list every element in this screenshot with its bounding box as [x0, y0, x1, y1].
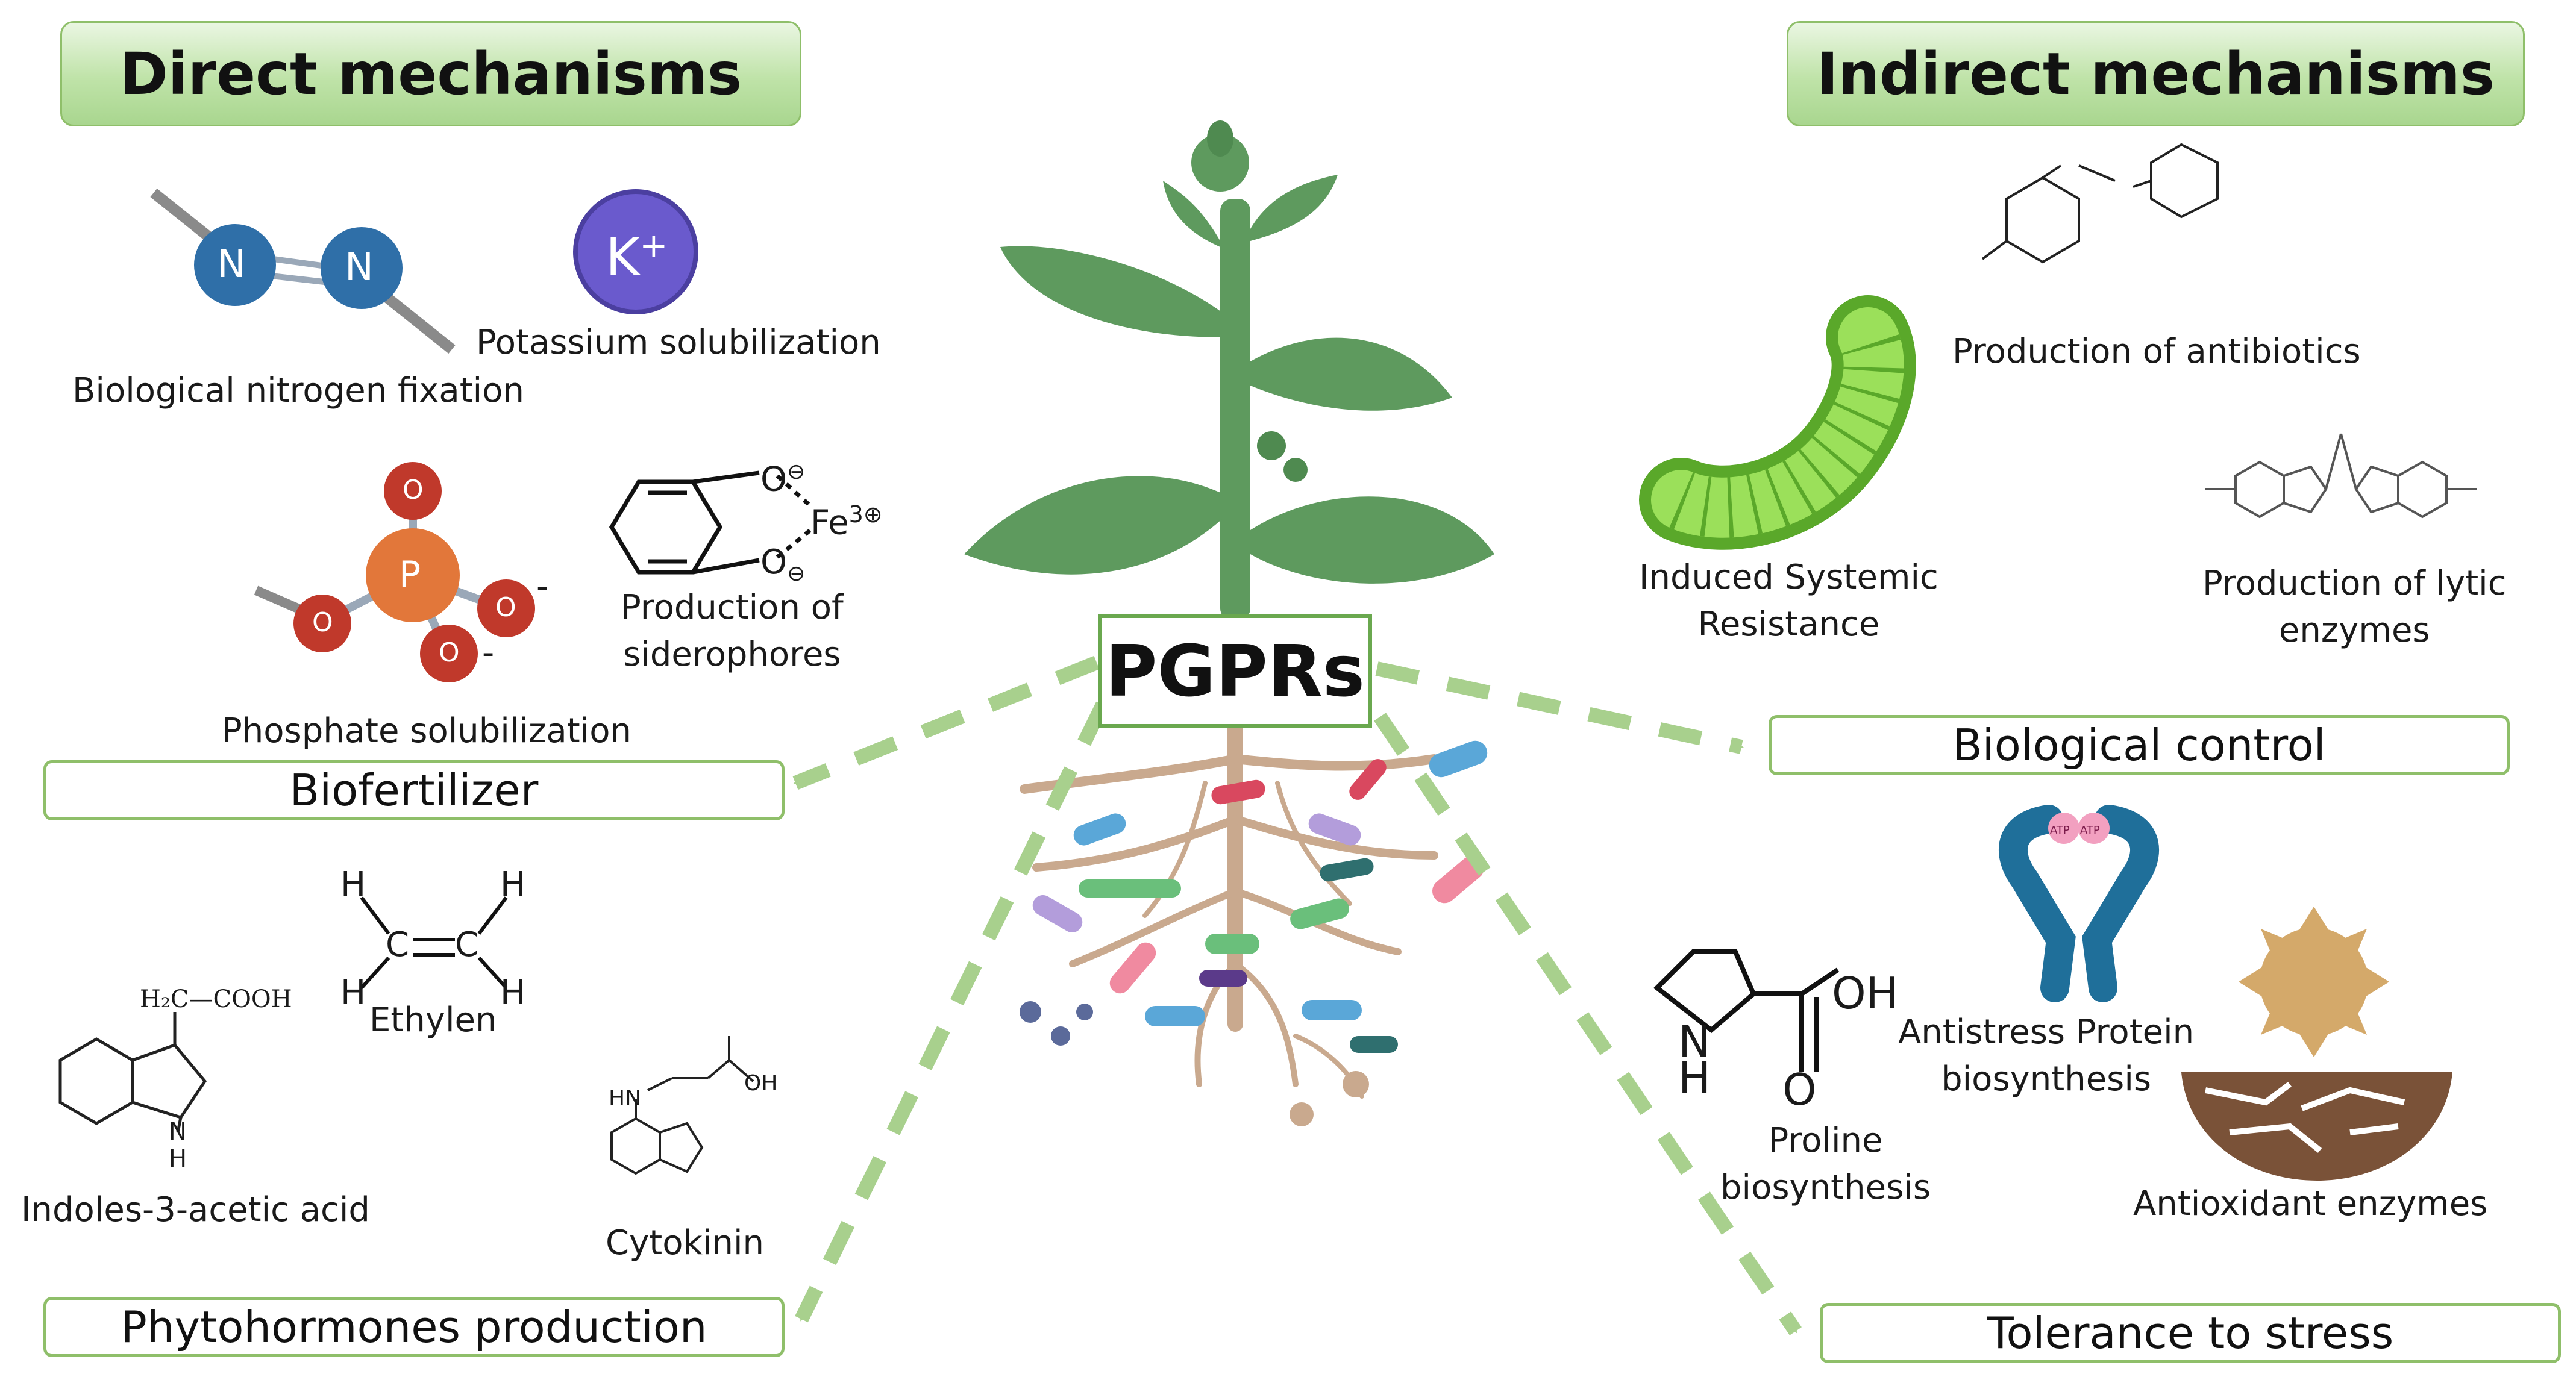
proline-o: O: [1782, 1064, 1817, 1115]
antistress-protein-label: Antistress Protein biosynthesis: [1898, 1013, 2195, 1099]
o-atom-label: O: [403, 475, 424, 505]
fe-ion-label: Fe3⊕: [810, 501, 883, 543]
iaa-label: Indoles-3-acetic acid: [21, 1190, 370, 1229]
isr-label: Induced Systemic Resistance: [1639, 558, 1938, 644]
proline-structure-icon: [1653, 949, 1840, 1072]
iaa-h: H: [169, 1145, 187, 1173]
phosphate-molecule-icon: [254, 462, 535, 682]
pgprs-label: PGPRs: [1098, 614, 1372, 728]
iaa-n: N: [169, 1118, 187, 1146]
sun-icon: [2239, 907, 2389, 1057]
lytic-enzymes-label: Production of lytic enzymes: [2202, 564, 2507, 650]
ethylen-label: Ethylen: [369, 1001, 497, 1040]
lytic-enzyme-structure-icon: [2205, 433, 2477, 519]
antioxidant-enzymes-label: Antioxidant enzymes: [2133, 1184, 2488, 1223]
atp-label: ATP: [2080, 824, 2100, 837]
o-atom-label: O: [312, 607, 333, 638]
antibiotics-label: Production of antibiotics: [1952, 332, 2361, 371]
cytokinin-hn: HN: [609, 1086, 641, 1111]
iaa-side-chain: H₂C—COOH: [140, 985, 292, 1013]
ethylene-structure-icon: [360, 896, 508, 990]
proline-biosynthesis-label: Proline biosynthesis: [1720, 1121, 1931, 1207]
catechol-fe-structure-icon: [609, 470, 812, 575]
biofertilizer-box: Biofertilizer: [43, 760, 785, 820]
phytohormones-box: Phytohormones production: [43, 1297, 785, 1357]
potassium-ion-icon: [573, 189, 698, 314]
potassium-solubilization-label: Potassium solubilization: [476, 323, 881, 362]
dashed-arrows: [792, 655, 1802, 1335]
direct-mechanisms-header: Direct mechanisms: [60, 21, 801, 126]
proline-n: N: [1678, 1016, 1711, 1067]
ethylene-h: H: [340, 973, 366, 1013]
dry-soil-icon: [2181, 1072, 2452, 1181]
cytokinin-oh: OH: [744, 1071, 778, 1096]
nitrogen-fixation-label: Biological nitrogen fixation: [72, 371, 524, 410]
ethylene-c: C: [455, 925, 479, 964]
antistress-protein-icon: [1999, 805, 2159, 1002]
o-atom-label: O: [495, 592, 516, 623]
ethylene-c: C: [386, 925, 410, 964]
n-atom-label: N: [217, 242, 246, 287]
biological-control-box: Biological control: [1769, 715, 2510, 775]
phosphate-solubilization-label: Phosphate solubilization: [222, 711, 631, 751]
siderophores-label: Production of siderophores: [621, 588, 844, 674]
o-atom-label: O: [439, 637, 460, 668]
cytokinin-structure-icon: [610, 1036, 754, 1175]
caterpillar-icon: [1639, 295, 1916, 550]
p-atom-label: P: [399, 554, 421, 596]
indole-acetic-acid-structure-icon: [58, 1012, 207, 1133]
tolerance-to-stress-box: Tolerance to stress: [1820, 1303, 2561, 1363]
plant-shoot: [964, 120, 1494, 620]
phosphate-minus: -: [536, 567, 549, 606]
nitrogen-molecule-icon: [150, 188, 456, 354]
sulfadiazine-structure-icon: [1981, 143, 2219, 264]
n-atom-label: N: [345, 245, 374, 290]
ethylene-h: H: [500, 973, 526, 1013]
phosphate-minus: -: [482, 633, 495, 672]
k-ion-label: K+: [606, 226, 668, 288]
proline-h: H: [1678, 1052, 1711, 1103]
ethylene-h: H: [500, 865, 526, 904]
cytokinin-label: Cytokinin: [606, 1223, 764, 1263]
indirect-mechanisms-header: Indirect mechanisms: [1787, 21, 2525, 126]
catechol-o-bottom: O⊖: [760, 543, 806, 587]
ethylene-h: H: [340, 865, 366, 904]
bacteria: [1020, 740, 1488, 1126]
atp-label: ATP: [2050, 824, 2070, 837]
catechol-o-top: O⊖: [760, 460, 806, 499]
proline-oh: OH: [1832, 968, 1899, 1019]
